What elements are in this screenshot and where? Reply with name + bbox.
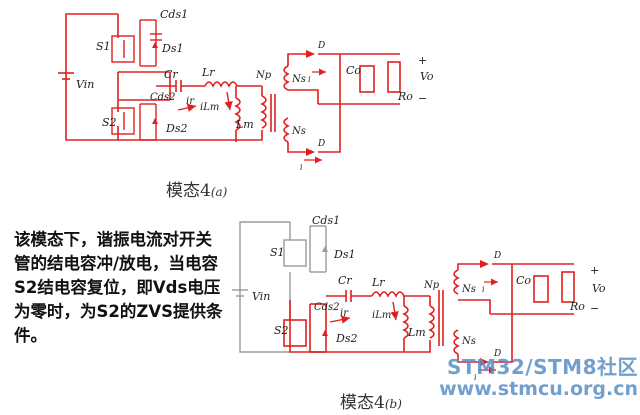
- label-s1: S1: [96, 40, 111, 53]
- current-arrow-ilm-a: [224, 91, 233, 111]
- input-loop-a: [65, 13, 171, 141]
- circuit-diagram-b: Cds1 S1 Ds1 Vin Cr Cds2 ir Lr iLm Lm S2 …: [232, 214, 606, 382]
- label-minus-b: −: [590, 302, 599, 315]
- caption-b-main: 模态4: [340, 393, 385, 413]
- input-loop-b: [232, 221, 327, 353]
- transformer-a: [260, 65, 290, 143]
- diode-ds1-icon-b: [322, 246, 328, 252]
- label-vin-b: Vin: [252, 290, 270, 303]
- label-d-top-b: D: [493, 251, 501, 261]
- label-ns-top-b: Ns: [461, 284, 476, 295]
- diode-d-top-icon-b: [480, 260, 489, 268]
- caption-a-main: 模态4: [166, 181, 211, 201]
- label-s1-b: S1: [270, 246, 285, 259]
- label-vin: Vin: [76, 78, 94, 91]
- circuit-diagram-a: Cds1 S1 Ds1 Vin Cr Cds2 ir Lr iLm Lm S2 …: [58, 8, 434, 172]
- label-ds2-b: Ds2: [335, 332, 357, 345]
- caption-a: 模态4(a): [166, 176, 227, 201]
- label-cds2-b: Cds2: [314, 302, 340, 313]
- active-loop-b: [283, 290, 431, 353]
- explanation-text: 该模态下，谐振电流对开关管的结电容冲/放电，当电容S2结电容复位，即Vds电压为…: [14, 230, 223, 345]
- watermark-line-1: STM32/STM8社区: [447, 355, 638, 379]
- caption-b: 模态4(b): [340, 388, 402, 413]
- label-cr-b: Cr: [338, 274, 352, 287]
- label-ns-top: Ns: [291, 74, 306, 85]
- label-plus-b: +: [590, 264, 599, 277]
- diode-d-bottom-icon-a: [306, 148, 315, 156]
- label-ro: Ro: [397, 90, 413, 103]
- label-lr: Lr: [201, 66, 215, 79]
- label-minus: −: [418, 92, 427, 105]
- current-arrow-ir-b: [329, 315, 351, 324]
- label-d-bottom: D: [317, 139, 325, 149]
- label-lr-b: Lr: [371, 276, 385, 289]
- label-s2: S2: [102, 116, 117, 129]
- current-arrow-ir-a: [177, 103, 197, 112]
- resonant-path-a: [118, 80, 263, 142]
- label-lm-b: Lm: [407, 326, 426, 339]
- label-ns-bottom: Ns: [291, 126, 306, 137]
- diode-ds1-icon: [152, 42, 158, 48]
- label-i-bottom-b: i: [474, 373, 477, 382]
- label-ilm: iLm: [200, 102, 219, 113]
- watermark-line-2: www.stmcu.org.cn: [439, 378, 638, 400]
- diode-d-bottom-icon-b: [480, 358, 489, 366]
- label-s2-b: S2: [274, 324, 289, 337]
- label-ir: ir: [186, 96, 195, 107]
- diode-ds2-icon-b: [322, 330, 328, 336]
- label-plus: +: [418, 54, 427, 67]
- label-i-top-b: i: [482, 285, 485, 294]
- transformer-b: [428, 269, 460, 355]
- label-cds2: Cds2: [150, 92, 176, 103]
- diode-d-top-icon-a: [306, 50, 315, 58]
- label-cr: Cr: [164, 68, 178, 81]
- switch-s1-a: [111, 19, 162, 67]
- label-co-b: Co: [516, 274, 531, 287]
- label-i-top: i: [308, 75, 311, 84]
- diode-ds2-icon: [152, 118, 158, 124]
- label-co: Co: [346, 64, 361, 77]
- label-ds2: Ds2: [165, 122, 187, 135]
- current-arrow-ilm-b: [390, 301, 399, 321]
- label-vo: Vo: [420, 70, 434, 83]
- label-ds1: Ds1: [161, 42, 183, 55]
- label-vo-b: Vo: [592, 282, 606, 295]
- label-ilm-b: iLm: [372, 310, 391, 321]
- label-ns-bottom-b: Ns: [461, 336, 476, 347]
- label-ir-b: ir: [340, 308, 349, 319]
- label-cds1: Cds1: [160, 8, 188, 21]
- watermark: STM32/STM8社区 www.stmcu.org.cn: [408, 356, 638, 400]
- label-lm: Lm: [235, 118, 254, 131]
- caption-a-sub: (a): [210, 185, 228, 199]
- secondary-a: [287, 53, 401, 153]
- label-np-b: Np: [423, 280, 440, 291]
- label-ro-b: Ro: [569, 300, 585, 313]
- caption-b-sub: (b): [384, 397, 402, 411]
- label-np: Np: [255, 70, 272, 81]
- label-d-bottom-b: D: [493, 349, 501, 359]
- label-cds1-b: Cds1: [312, 214, 340, 227]
- vin-source-a: [58, 72, 74, 80]
- label-i-bottom: i: [300, 163, 303, 172]
- secondary-b: [457, 263, 575, 363]
- label-ds1-b: Ds1: [333, 248, 355, 261]
- label-d-top: D: [317, 41, 325, 51]
